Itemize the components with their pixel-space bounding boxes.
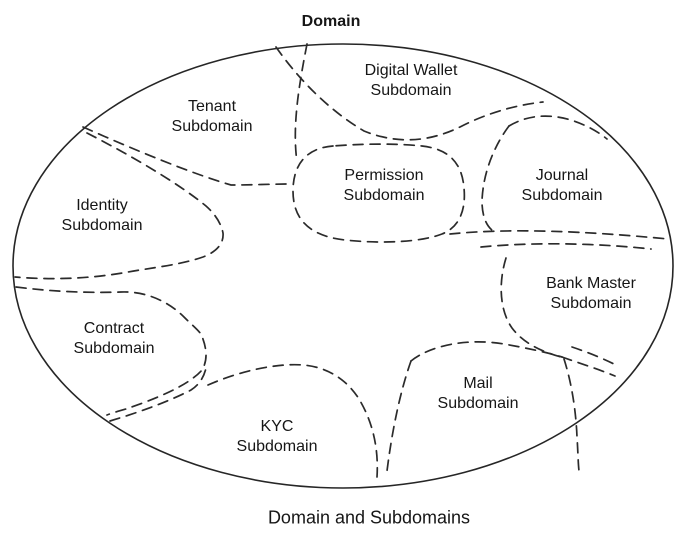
region-label-contract: Contract Subdomain [73,320,155,357]
boundary-identity-right [14,132,224,280]
region-label-kyc: KYC Subdomain [236,418,318,455]
region-label-bank-master: Bank Master Subdomain [546,275,636,312]
boundary-permission-blob [292,143,466,243]
diagram-caption: Domain and Subdomains [267,507,471,528]
boundary-tenant-digitalwallet [294,43,308,163]
region-label-mail: Mail Subdomain [437,375,519,412]
boundary-mail-right [563,358,580,472]
boundary-bankmaster-left [500,257,562,358]
boundary-contract [15,286,207,416]
region-label-tenant: Tenant Subdomain [171,98,253,135]
region-label-permission: Permission Subdomain [343,167,425,204]
boundary-bankmaster-junction [561,356,616,377]
boundary-bankmaster-junction-parallel [571,346,617,366]
boundary-kyc [207,363,379,478]
boundary-contract-parallel [109,367,207,422]
boundary-mail-left [386,360,412,472]
diagram-title: Domain [301,13,361,30]
boundary-journal-top [508,115,608,140]
boundary-mail-top [410,341,563,362]
subdomain-boundaries [14,43,669,478]
boundary-journal-left [481,125,510,233]
boundary-digitalwallet-bottom [275,46,544,141]
region-label-journal: Journal Subdomain [521,167,603,204]
boundary-journal-bottom-parallel [480,242,652,250]
region-label-digital-wallet: Digital Wallet Subdomain [364,62,458,99]
boundary-tenant-identity [82,126,293,186]
domain-ellipse [12,43,674,489]
region-label-identity: Identity Subdomain [61,197,143,234]
boundary-journal-bottom [449,230,669,240]
